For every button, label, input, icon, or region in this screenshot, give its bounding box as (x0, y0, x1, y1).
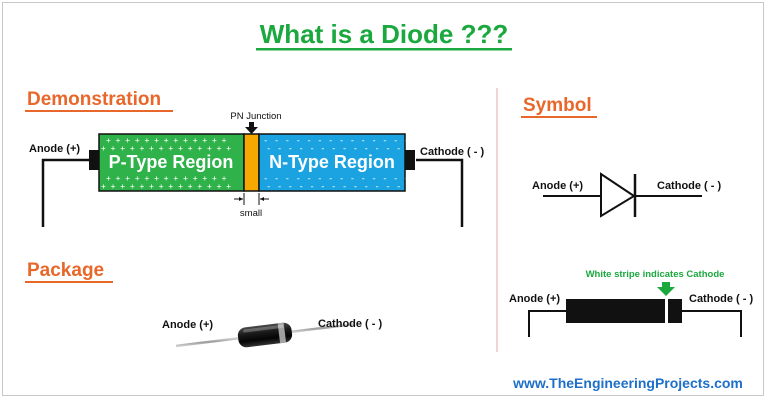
p-region-label: P-Type Region (109, 152, 234, 172)
stripe-cathode-end (668, 299, 682, 323)
section-package: Package (27, 260, 104, 281)
n-region-label: N-Type Region (269, 152, 395, 172)
junction-arrow-head (245, 127, 258, 134)
symbol-cathode-label: Cathode ( - ) (657, 180, 721, 192)
stripe-cathode-wire (682, 310, 742, 337)
pn-junction (243, 133, 260, 192)
svg-text:- - - - - - - - - - - - - -: - - - - - - - - - - - - - - (263, 174, 409, 184)
demo-cathode-label: Cathode ( - ) (420, 146, 484, 158)
n-region-electrons: - - - - - - - - - - - - - - - - - - - - … (263, 136, 412, 192)
package-body (237, 322, 293, 348)
package-underline (25, 281, 113, 283)
section-demonstration: Demonstration (27, 89, 161, 110)
svg-text:+ + + + + + + + + + + + +: + + + + + + + + + + + + + (106, 136, 227, 145)
cathode-terminal (405, 150, 415, 170)
package-anode-wire (175, 336, 241, 348)
svg-text:- - - - - - - - - - - - - -: - - - - - - - - - - - - - - (266, 144, 412, 154)
demo-anode-label: Anode (+) (29, 143, 80, 155)
image-frame (2, 2, 764, 396)
svg-text:+ + + + + + + + + + + + +: + + + + + + + + + + + + + (106, 174, 227, 183)
package-cathode-stripe (277, 322, 287, 344)
svg-text:- - - - - - - - - - - - - -: - - - - - - - - - - - - - - (263, 136, 409, 146)
n-type-region (258, 133, 406, 192)
svg-text:+ + + + + + + + + + + + + +: + + + + + + + + + + + + + + (101, 182, 231, 191)
title-underline (256, 48, 512, 51)
symbol-triangle (600, 172, 636, 218)
stripe-body (566, 299, 665, 323)
anode-terminal (89, 150, 99, 170)
width-arrowhead-left (239, 197, 243, 201)
stripe-note: White stripe indicates Cathode (586, 269, 725, 280)
anode-lead (41, 158, 90, 227)
page-title: What is a Diode ??? (260, 19, 508, 49)
package-highlight (243, 324, 284, 333)
footer-url[interactable]: www.TheEngineeringProjects.com (512, 375, 743, 391)
cathode-lead (416, 158, 464, 227)
stripe-anode-label: Anode (+) (509, 293, 560, 305)
p-region-holes: + + + + + + + + + + + + + + + + + + + + … (101, 136, 231, 191)
junction-arrow-stem (249, 122, 254, 128)
package-cathode-wire (289, 322, 356, 334)
symbol-underline (521, 116, 597, 118)
symbol-anode-label: Anode (+) (532, 180, 583, 192)
diode-symbol: Anode (+) Cathode ( - ) (532, 172, 721, 218)
cathode-stripe-diagram: White stripe indicates Cathode Anode (+)… (509, 269, 753, 337)
white-stripe (665, 299, 668, 323)
section-symbol: Symbol (523, 95, 592, 116)
p-type-region (98, 133, 245, 192)
demonstration-underline (25, 110, 173, 112)
package-cathode-label: Cathode ( - ) (318, 318, 382, 330)
svg-text:- - - - - - - - - - - - - -: - - - - - - - - - - - - - - (266, 182, 412, 192)
junction-width-label: small (240, 208, 262, 219)
stripe-arrow (657, 282, 675, 296)
pn-junction-label: PN Junction (230, 111, 281, 122)
stripe-cathode-label: Cathode ( - ) (689, 293, 753, 305)
package-anode-label: Anode (+) (162, 319, 213, 331)
diode-package: Anode (+) Cathode ( - ) (162, 318, 382, 348)
svg-text:+ + + + + + + + + + + + + +: + + + + + + + + + + + + + + (101, 144, 231, 153)
pn-junction-diagram: + + + + + + + + + + + + + + + + + + + + … (29, 111, 484, 227)
width-arrowhead-right (260, 197, 264, 201)
stripe-anode-wire (528, 310, 566, 337)
